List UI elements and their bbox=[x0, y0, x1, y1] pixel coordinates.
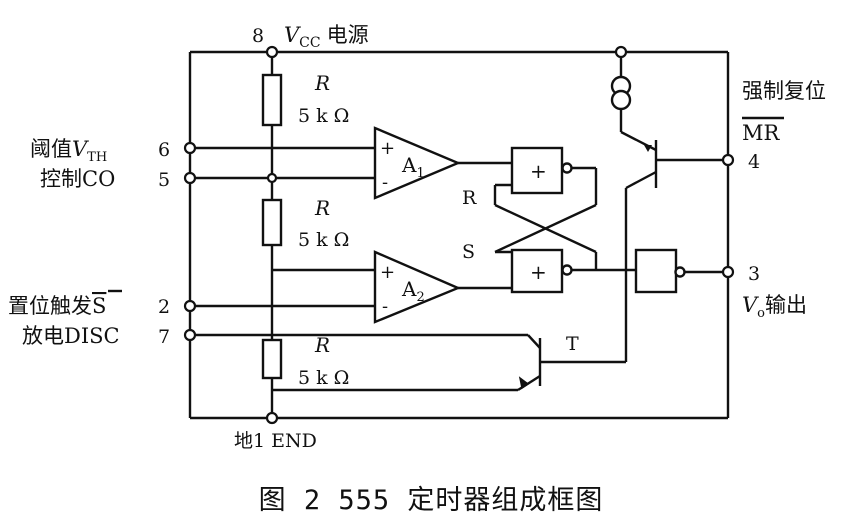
resistor-1-value: 5 k Ω bbox=[298, 105, 349, 127]
resistor-2-value: 5 k Ω bbox=[298, 229, 349, 251]
resistor-3-name: R bbox=[314, 333, 330, 357]
latch-gate-upper-bubble bbox=[561, 162, 573, 174]
transistor-label: T bbox=[566, 333, 579, 355]
resistor-2-name: R bbox=[314, 196, 330, 220]
vcc-pin-number: 8 bbox=[252, 25, 264, 47]
reset-symbol: MR bbox=[742, 121, 781, 145]
gate-upper-symbol: + bbox=[530, 159, 547, 183]
threshold-label: 阈值VTH bbox=[30, 137, 107, 165]
output-label: Vo输出 bbox=[742, 293, 807, 321]
comparator-a2 bbox=[373, 250, 462, 324]
ground-label: 地1 END bbox=[234, 430, 317, 452]
gate-lower-symbol: + bbox=[530, 260, 547, 284]
resistor-3-value: 5 k Ω bbox=[298, 367, 349, 389]
control-label: 控制CO bbox=[40, 167, 115, 191]
reset-pin-number: 4 bbox=[748, 151, 760, 173]
a2-plus: + bbox=[380, 262, 395, 283]
junction-dots bbox=[183, 45, 735, 425]
latch-gate-lower-bubble bbox=[561, 264, 573, 276]
a2-minus: - bbox=[382, 296, 388, 317]
transistor-emitter-arrow bbox=[518, 376, 530, 390]
a1-plus: + bbox=[380, 138, 395, 159]
output-inverter bbox=[634, 248, 678, 294]
a1-label: A1 bbox=[401, 153, 425, 181]
comparator-a1 bbox=[373, 126, 462, 200]
output-pin-number: 3 bbox=[748, 263, 760, 285]
control-pin-number: 5 bbox=[158, 169, 170, 191]
reset-label: 强制复位 bbox=[742, 79, 826, 103]
latch-gate-upper bbox=[510, 146, 564, 195]
trigger-pin-number: 2 bbox=[158, 296, 170, 318]
output-inverter-bubble bbox=[674, 266, 686, 278]
current-source-icon-lower bbox=[610, 89, 632, 111]
resistor-1-name: R bbox=[314, 71, 330, 95]
resistor-1 bbox=[261, 73, 283, 127]
wires bbox=[188, 50, 730, 420]
trigger-label: 置位触发S bbox=[8, 294, 106, 318]
latch-r-label: R bbox=[462, 187, 477, 209]
latch-s-label: S bbox=[462, 241, 475, 263]
reset-transistor-arrow bbox=[644, 145, 652, 152]
figure-caption: 图 2 555 定时器组成框图 bbox=[258, 485, 604, 516]
latch-gate-lower bbox=[510, 248, 564, 294]
a1-minus: - bbox=[382, 172, 388, 193]
a2-label: A2 bbox=[401, 277, 425, 305]
threshold-pin-number: 6 bbox=[158, 139, 170, 161]
resistor-3 bbox=[261, 338, 283, 380]
resistor-2 bbox=[261, 198, 283, 247]
discharge-label: 放电DISC bbox=[22, 324, 120, 348]
discharge-pin-number: 7 bbox=[158, 326, 170, 348]
